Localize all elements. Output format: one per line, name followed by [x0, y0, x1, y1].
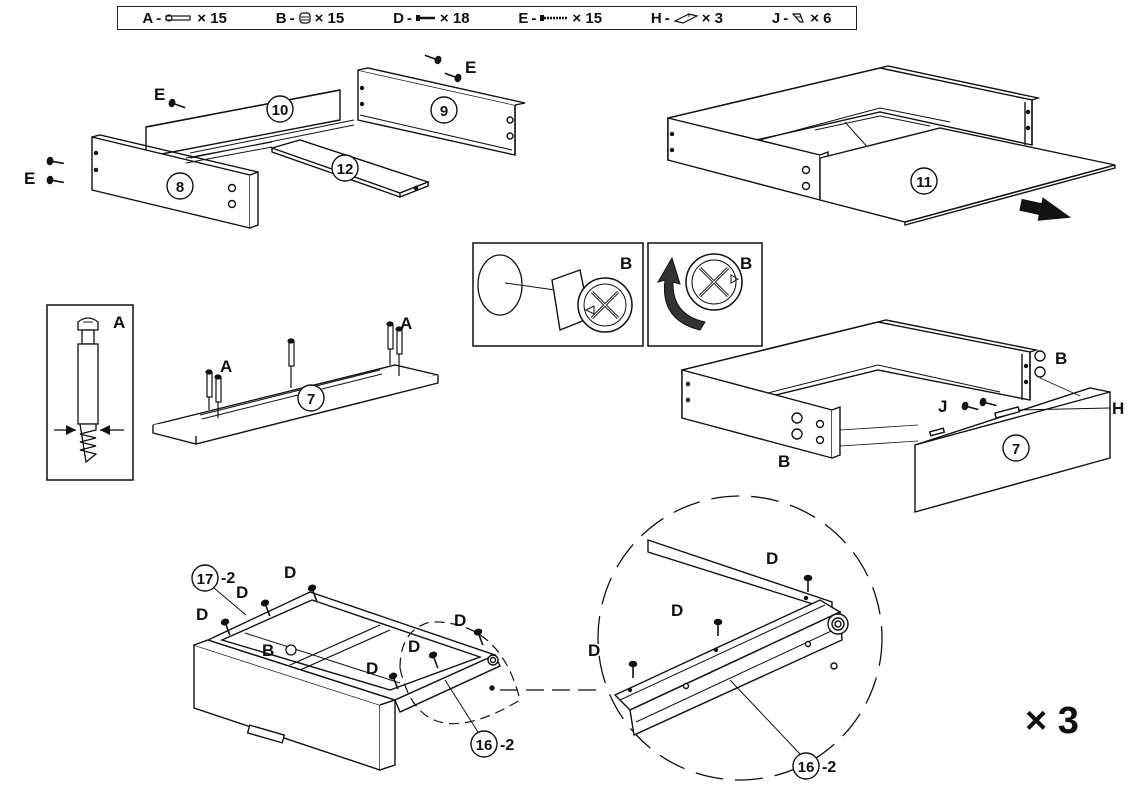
long-screw-icon [540, 15, 568, 21]
board-7-with-bolts [152, 364, 439, 445]
label-d-drawer-4: D [366, 659, 378, 678]
label-e-left-top: E [154, 85, 165, 104]
cam-lock-icon [298, 12, 311, 24]
legend-item-j: J - × 6 [772, 10, 832, 27]
label-h: H [1112, 399, 1124, 418]
handle-icon [673, 13, 699, 24]
label-b-front-top: B [1055, 349, 1067, 368]
zoom-detail [597, 495, 883, 781]
legend-sep-j: - [783, 9, 789, 27]
camlock-b-drawer [285, 644, 297, 656]
label-d-drawer-6: D [454, 611, 466, 630]
part-16-leader-zoom [729, 679, 801, 755]
label-d-zoom-2: D [671, 601, 683, 620]
legend-qty-d: × 18 [439, 9, 470, 27]
part-16-circle [470, 730, 498, 758]
legend-item-b: B - × 15 [276, 10, 344, 27]
legend-letter-j: J [771, 9, 781, 27]
step2-panel-insert [667, 65, 1116, 226]
part-8-circle [166, 172, 194, 200]
h-leader-line [1017, 407, 1111, 411]
part-10-label: 10 [272, 102, 289, 119]
small-screw-icon [791, 13, 805, 23]
part-12-label: 12 [337, 161, 354, 178]
legend-sep-h: - [664, 9, 670, 27]
legend-letter-e: E [518, 9, 529, 27]
label-b-front-bottom: B [778, 452, 790, 471]
part-17-suffix: -2 [221, 570, 235, 587]
label-a-bolt: A [113, 313, 125, 332]
cam-bolt-icon [165, 14, 191, 22]
label-e-left-bottom: E [24, 169, 35, 188]
a-bolts-on-board [205, 321, 403, 418]
label-d-drawer-2: D [236, 583, 248, 602]
legend-sep-a: - [156, 9, 162, 27]
legend-sep-d: - [406, 9, 412, 27]
part-7-label-board: 7 [307, 391, 315, 408]
label-d-zoom-3: D [588, 641, 600, 660]
legend-qty-j: × 6 [810, 9, 832, 27]
legend-letter-b: B [275, 9, 287, 27]
part-9-circle [430, 96, 458, 124]
part-16-suffix: -2 [500, 737, 514, 754]
part-17-circle [191, 564, 219, 592]
legend-qty-h: × 3 [701, 9, 724, 27]
zoom-circle-small [399, 621, 521, 725]
short-screw-icon [415, 15, 435, 21]
legend-letter-d: D [393, 9, 404, 27]
part-10-circle [266, 95, 294, 123]
rotate-arrow-icon [656, 256, 706, 331]
legend-letter-h: H [650, 9, 662, 27]
camlock-detail-left [472, 242, 644, 347]
label-b-drawer: B [262, 641, 274, 660]
part-9-label: 9 [440, 103, 448, 120]
push-arrow-icon [1019, 197, 1071, 221]
label-d-drawer-5: D [408, 637, 420, 656]
multiplier-text: × 3 [1025, 700, 1079, 742]
label-a-board-left: A [220, 357, 232, 376]
label-b-camlock-left: B [620, 254, 632, 273]
label-j: J [938, 397, 947, 416]
legend-qty-a: × 15 [197, 9, 227, 27]
label-a-board-right: A [400, 314, 412, 333]
legend-sep-e: - [531, 9, 537, 27]
legend-item-h: H - × 3 [651, 10, 723, 27]
part-11-label: 11 [916, 174, 932, 191]
front-attach-drawer [681, 319, 1111, 513]
part-7-circle-board [297, 384, 325, 412]
legend-item-e: E - × 15 [518, 10, 602, 27]
part-8-label: 8 [176, 179, 184, 196]
part-16-suffix-zoom: -2 [822, 759, 836, 776]
legend-sep-b: - [289, 9, 295, 27]
part-16-circle-zoom [792, 752, 820, 780]
j-screws [960, 397, 999, 414]
label-d-drawer-1: D [196, 605, 208, 624]
legend-qty-e: × 15 [572, 9, 603, 27]
label-d-zoom-1: D [766, 549, 778, 568]
label-d-drawer-3: D [284, 563, 296, 582]
part-7-label-front: 7 [1012, 441, 1020, 458]
legend-qty-b: × 15 [314, 9, 345, 27]
parts-legend: A - × 15 B - × 15 D - × 18 E - × 15 H - … [117, 6, 857, 30]
part-11-circle [910, 167, 938, 195]
drawer-with-runners [193, 591, 501, 771]
bolt-a-detail [46, 304, 134, 481]
part-16-label: 16 [476, 737, 493, 754]
label-b-camlock-right: B [740, 254, 752, 273]
part-12-circle [331, 154, 359, 182]
part-16-leader [444, 679, 479, 733]
camlock-detail-right [647, 242, 763, 347]
legend-item-a: A - × 15 [142, 10, 226, 27]
part-17-label: 17 [197, 571, 214, 588]
part-7-circle-front [1002, 434, 1030, 462]
part-16-label-zoom: 16 [798, 759, 815, 776]
label-e-top: E [465, 58, 476, 77]
legend-item-d: D - × 18 [393, 10, 469, 27]
legend-letter-a: A [142, 9, 154, 27]
part-17-leader [213, 587, 247, 616]
